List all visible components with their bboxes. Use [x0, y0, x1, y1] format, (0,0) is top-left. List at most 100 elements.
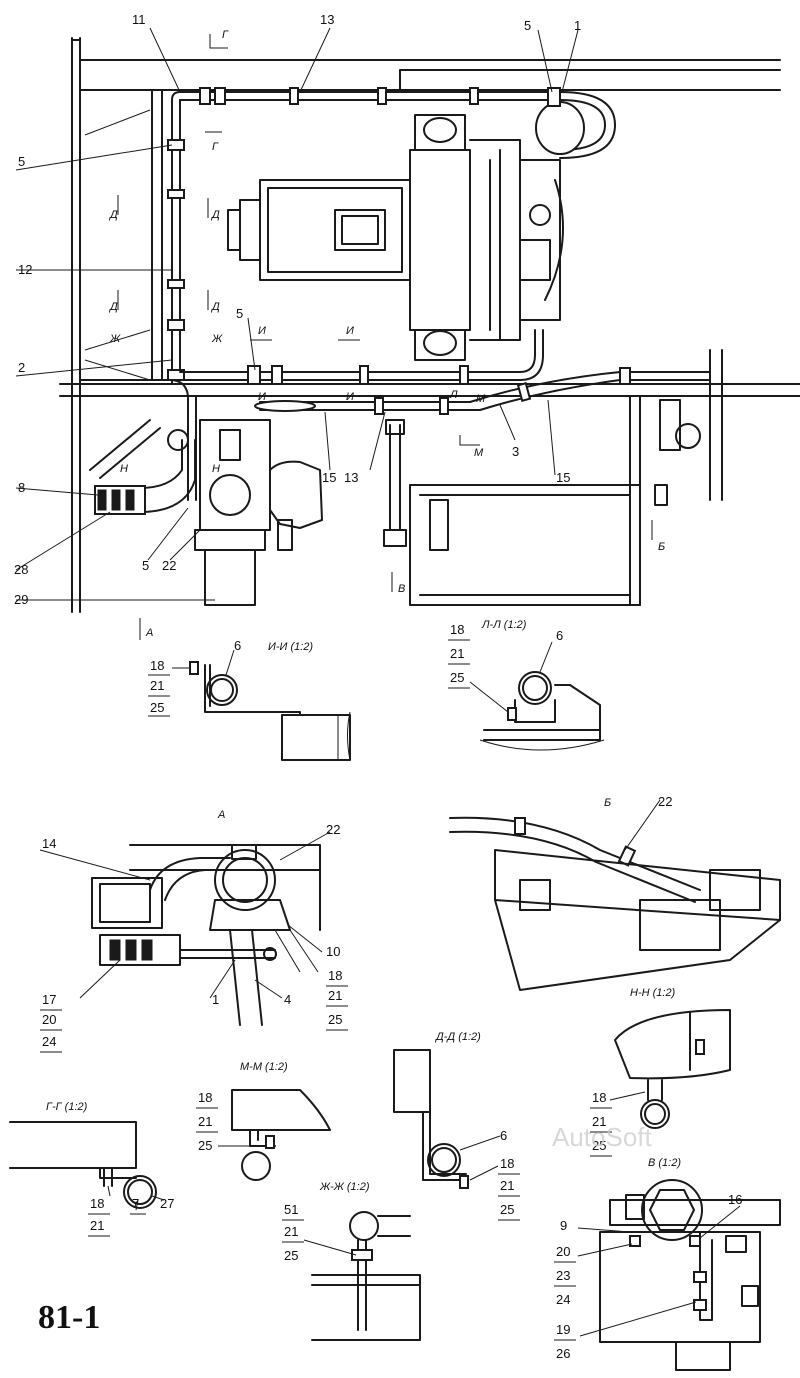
section-mark-i-1: И: [258, 325, 266, 337]
section-mark-l: Л: [449, 389, 458, 401]
callout-v-16: 16: [728, 1192, 742, 1207]
callout-v-24: 24: [556, 1292, 570, 1307]
callout-ii-25: 25: [150, 700, 164, 715]
callout-dd-6: 6: [500, 1128, 507, 1143]
callout-ll-18: 18: [450, 622, 464, 637]
callout-a-4: 4: [284, 992, 291, 1007]
callout-v-20: 20: [556, 1244, 570, 1259]
callout-ll-25: 25: [450, 670, 464, 685]
section-mark-m-bottom: М: [474, 447, 484, 459]
section-mark-b: Б: [658, 541, 665, 553]
section-mark-m-top: М: [476, 393, 486, 405]
callout-ll-6: 6: [556, 628, 563, 643]
section-view-gg: Г-Г (1:2) 18 21 7 27: [9, 1101, 174, 1237]
watermark: AutoSoft: [552, 1122, 653, 1152]
callout-a-20: 20: [42, 1012, 56, 1027]
callout-dd-25: 25: [500, 1202, 514, 1217]
callout-a-18: 18: [328, 968, 342, 983]
view-title-b: Б: [604, 797, 611, 809]
view-title-a: А: [217, 809, 225, 821]
callout-5-mid: 5: [236, 306, 243, 321]
callout-15-b: 15: [556, 470, 570, 485]
sheet-number: 81-1: [38, 1299, 100, 1336]
section-mark-n-right: Н: [212, 463, 220, 475]
callout-29: 29: [14, 592, 28, 607]
view-title-gg: Г-Г (1:2): [46, 1101, 88, 1113]
section-mark-g-top: Г: [222, 29, 229, 41]
callout-mm-18: 18: [198, 1090, 212, 1105]
view-title-ii: И-И (1:2): [268, 641, 313, 653]
callout-ii-6: 6: [234, 638, 241, 653]
detail-view-b: Б 22: [449, 794, 781, 991]
callout-5-top: 5: [524, 18, 531, 33]
callout-dd-21: 21: [500, 1178, 514, 1193]
callout-a-1: 1: [212, 992, 219, 1007]
callout-11: 11: [132, 12, 146, 27]
callout-zhzh-51: 51: [284, 1202, 298, 1217]
callout-13: 13: [320, 12, 334, 27]
callout-2: 2: [18, 360, 25, 375]
callout-nn-18: 18: [592, 1090, 606, 1105]
main-plan-view: Г Г Д Д Д Д Ж Ж И И И И Л М М Н Н В: [14, 12, 800, 640]
callout-nn-21: 21: [592, 1114, 606, 1129]
section-view-mm: М-М (1:2) 18 21 25: [196, 1061, 331, 1181]
view-title-dd: Д-Д (1:2): [434, 1031, 481, 1043]
callout-22: 22: [162, 558, 176, 573]
callout-ii-18: 18: [150, 658, 164, 673]
section-mark-d-left: Д: [108, 209, 118, 221]
callout-3: 3: [512, 444, 519, 459]
section-view-ii: И-И (1:2) 18 21 25 6: [148, 638, 351, 761]
callout-a-21: 21: [328, 988, 342, 1003]
section-mark-d-left-2: Д: [108, 301, 118, 313]
section-mark-i-2: И: [346, 325, 354, 337]
main-callouts: 11 13 5 1 5 12 5 2 3 15 13 15 8 28 5 22 …: [14, 12, 581, 607]
callout-ii-21: 21: [150, 678, 164, 693]
callout-a-24: 24: [42, 1034, 56, 1049]
section-view-ll: Л-Л (1:2) 18 21 25 6: [448, 619, 605, 751]
callout-zhzh-25: 25: [284, 1248, 298, 1263]
callout-5-left: 5: [18, 154, 25, 169]
section-mark-v: В: [398, 583, 405, 595]
callout-13-b: 13: [344, 470, 358, 485]
section-view-dd: Д-Д (1:2) 6 18 21 25: [393, 1031, 520, 1221]
section-mark-i-4: И: [346, 391, 354, 403]
callout-28: 28: [14, 562, 28, 577]
callout-gg-27: 27: [160, 1196, 174, 1211]
callout-a-10: 10: [326, 944, 340, 959]
section-mark-d-right: Д: [210, 209, 220, 221]
section-mark-n-left: Н: [120, 463, 128, 475]
section-mark-d-right-2: Д: [210, 301, 220, 313]
callout-dd-18: 18: [500, 1156, 514, 1171]
callout-a-17: 17: [42, 992, 56, 1007]
callout-mm-25: 25: [198, 1138, 212, 1153]
callout-1-top: 1: [574, 18, 581, 33]
callout-5-bottom: 5: [142, 558, 149, 573]
section-view-nn: Н-Н (1:2) 18 21 25: [590, 987, 731, 1157]
callout-nn-25: 25: [592, 1138, 606, 1153]
callout-12: 12: [18, 262, 32, 277]
view-title-v: В (1:2): [648, 1157, 681, 1169]
callout-gg-21: 21: [90, 1218, 104, 1233]
callout-b-22: 22: [658, 794, 672, 809]
view-title-mm: М-М (1:2): [240, 1061, 288, 1073]
view-title-zhzh: Ж-Ж (1:2): [319, 1181, 370, 1193]
section-mark-a: А: [145, 627, 153, 639]
detail-view-a: А 14 22 10 18 21 25 17 20 24 1 4: [39, 809, 348, 1053]
view-title-ll: Л-Л (1:2): [481, 619, 527, 631]
callout-a-22: 22: [326, 822, 340, 837]
callout-v-23: 23: [556, 1268, 570, 1283]
callout-v-26: 26: [556, 1346, 570, 1361]
callout-zhzh-21: 21: [284, 1224, 298, 1239]
detail-view-v: В (1:2) 16 9 20 23 24 19 26: [554, 1157, 781, 1371]
callout-ll-21: 21: [450, 646, 464, 661]
view-title-nn: Н-Н (1:2): [630, 987, 676, 999]
callout-gg-18: 18: [90, 1196, 104, 1211]
section-mark-i-3: И: [258, 391, 266, 403]
callout-mm-21: 21: [198, 1114, 212, 1129]
section-view-zhzh: Ж-Ж (1:2) 51 21 25: [282, 1181, 421, 1341]
callout-a-14: 14: [42, 836, 56, 851]
callout-gg-7: 7: [132, 1196, 139, 1211]
section-mark-zh-right: Ж: [211, 333, 223, 345]
callout-8: 8: [18, 480, 25, 495]
